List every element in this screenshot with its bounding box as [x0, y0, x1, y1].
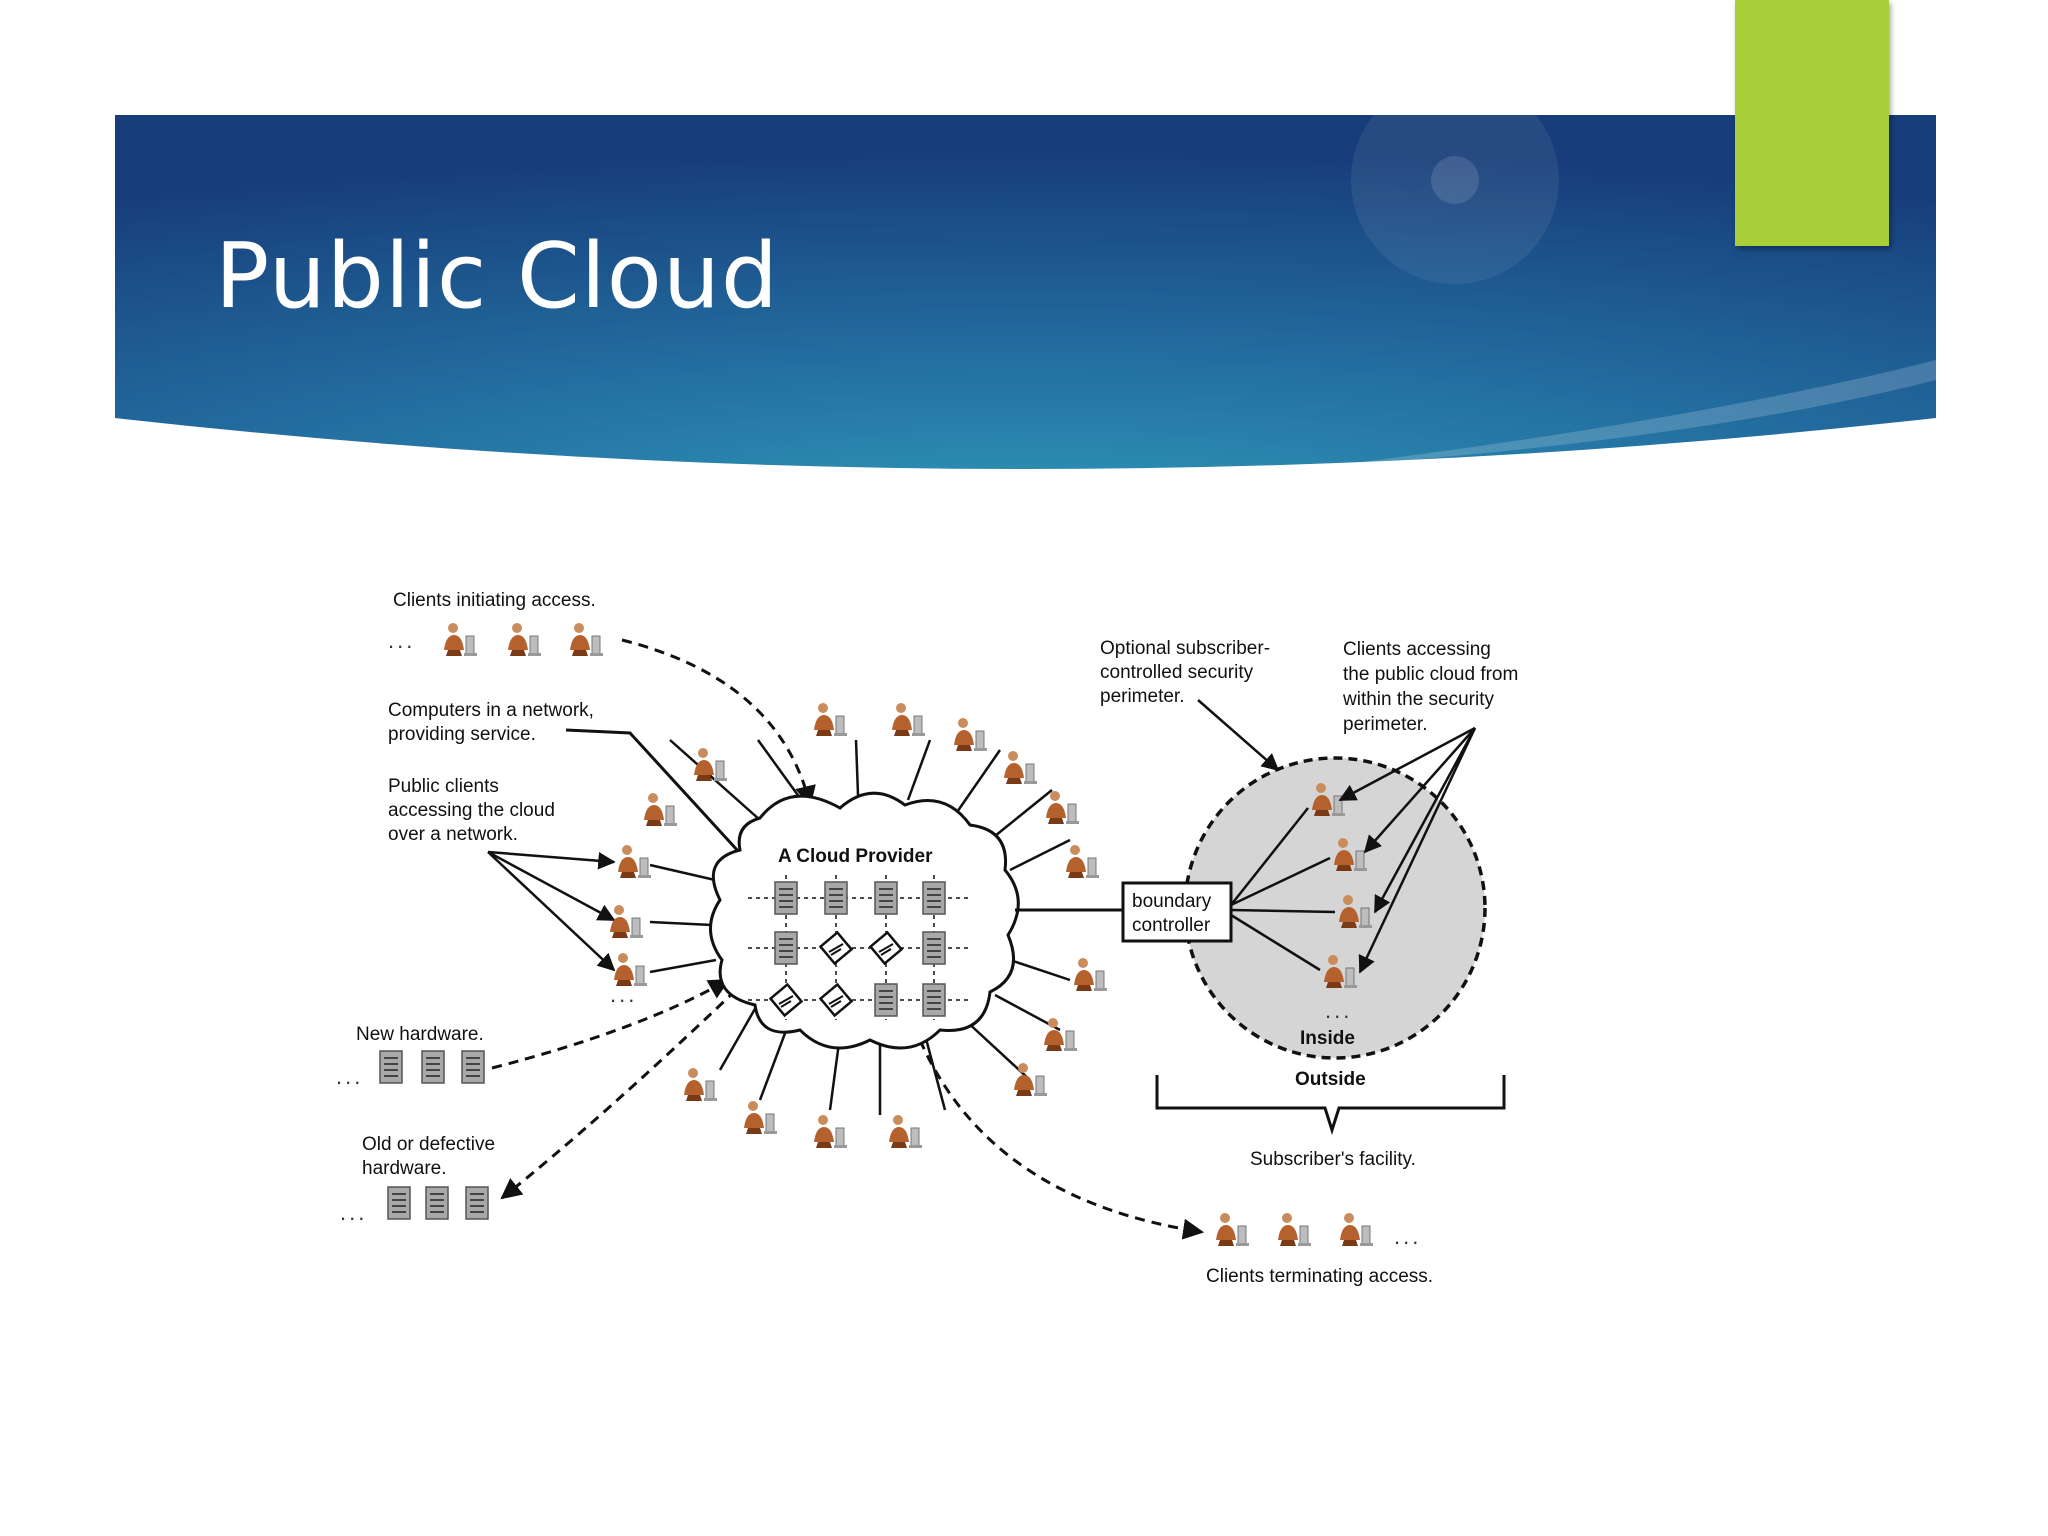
label-public-clients-2: accessing the cloud [388, 800, 555, 821]
person-at-computer-icon [814, 703, 847, 736]
person-at-computer-icon [1340, 1213, 1373, 1246]
label-old-hardware-1: Old or defective [362, 1134, 495, 1155]
server-icon [426, 1187, 448, 1219]
server-icon [875, 882, 897, 914]
label-clients-accessing-3: within the security [1342, 689, 1495, 710]
person-at-computer-icon [814, 1115, 847, 1148]
server-icon [923, 882, 945, 914]
person-at-computer-icon [1066, 845, 1099, 878]
label-optional-3: perimeter. [1100, 686, 1184, 707]
server-icon [825, 882, 847, 914]
arrow-optional [1198, 700, 1278, 770]
server-icon [775, 932, 797, 964]
person-at-computer-icon [1074, 958, 1107, 991]
person-at-computer-icon [618, 845, 651, 878]
arrow-public-1 [488, 852, 614, 862]
label-public-clients-3: over a network. [388, 824, 518, 845]
person-at-computer-icon [744, 1101, 777, 1134]
label-computers-1: Computers in a network, [388, 700, 594, 721]
server-icon [923, 984, 945, 1016]
person-at-computer-icon [570, 623, 603, 656]
person-at-computer-icon [1216, 1213, 1249, 1246]
person-at-computer-icon [1004, 751, 1037, 784]
person-at-computer-icon [610, 905, 643, 938]
label-clients-terminating: Clients terminating access. [1206, 1266, 1433, 1287]
label-optional-1: Optional subscriber- [1100, 638, 1270, 659]
server-icon [923, 932, 945, 964]
label-clients-accessing-4: perimeter. [1343, 714, 1427, 735]
label-inside: Inside [1300, 1028, 1355, 1049]
cloud-title: A Cloud Provider [778, 846, 933, 867]
server-icon [466, 1187, 488, 1219]
label-public-clients-1: Public clients [388, 776, 499, 797]
person-at-computer-icon [954, 718, 987, 751]
ellipsis-public-clients: ... [610, 982, 637, 1007]
label-outside: Outside [1295, 1069, 1366, 1090]
label-old-hardware-2: hardware. [362, 1158, 447, 1179]
server-icon [775, 882, 797, 914]
person-at-computer-icon [1014, 1063, 1047, 1096]
label-clients-accessing-2: the public cloud from [1343, 664, 1518, 685]
person-at-computer-icon [1044, 1018, 1077, 1051]
ellipsis-new-hardware: ... [336, 1064, 363, 1089]
label-optional-2: controlled security [1100, 662, 1254, 683]
server-icon [422, 1051, 444, 1083]
server-icon [380, 1051, 402, 1083]
ellipsis-terminating: ... [1394, 1224, 1421, 1249]
person-at-computer-icon [508, 623, 541, 656]
label-clients-accessing-1: Clients accessing [1343, 639, 1491, 660]
server-icon [388, 1187, 410, 1219]
boundary-label-2: controller [1132, 915, 1211, 936]
person-at-computer-icon [644, 793, 677, 826]
ellipsis-inside: ... [1325, 998, 1352, 1023]
person-at-computer-icon [444, 623, 477, 656]
person-at-computer-icon [889, 1115, 922, 1148]
label-computers-2: providing service. [388, 724, 536, 745]
person-at-computer-icon [1278, 1213, 1311, 1246]
label-new-hardware: New hardware. [356, 1024, 484, 1045]
person-at-computer-icon [892, 703, 925, 736]
server-icon [462, 1051, 484, 1083]
cloud-provider: A Cloud Provider [710, 793, 1018, 1048]
arrow-terminating [920, 1040, 1202, 1232]
label-clients-initiating: Clients initiating access. [393, 590, 596, 611]
server-icon [875, 984, 897, 1016]
person-at-computer-icon [684, 1068, 717, 1101]
ellipsis-old-hardware: ... [340, 1200, 367, 1225]
boundary-label-1: boundary [1132, 891, 1212, 912]
ellipsis-initiating: ... [388, 628, 415, 653]
label-subscriber-facility: Subscriber's facility. [1250, 1149, 1416, 1170]
person-at-computer-icon [1046, 791, 1079, 824]
